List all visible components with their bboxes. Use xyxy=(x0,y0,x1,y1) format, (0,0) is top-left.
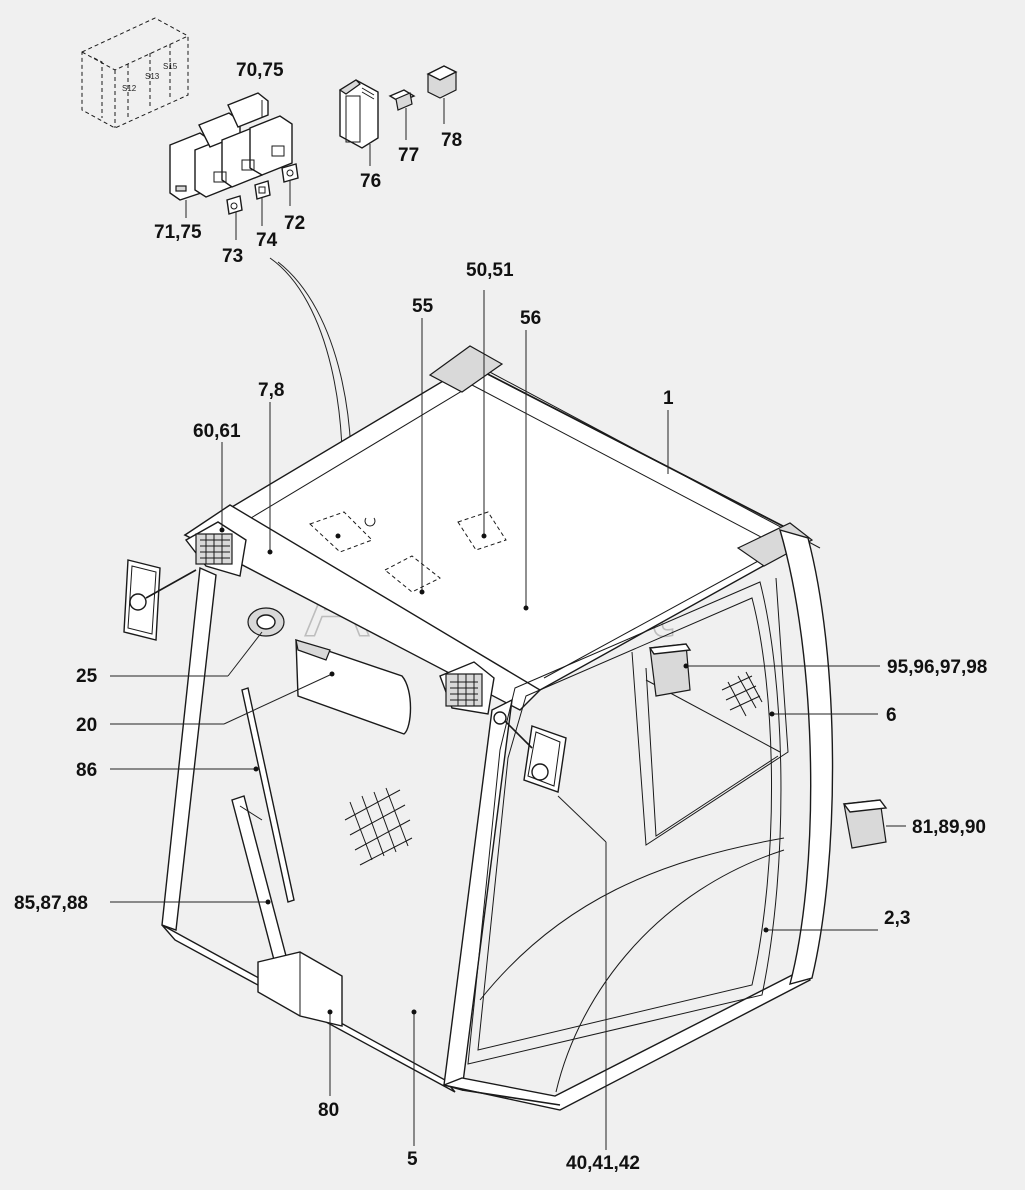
callout-20: 20 xyxy=(76,715,97,736)
box-81-89-90 xyxy=(842,799,888,849)
work-lamp-right xyxy=(439,661,495,715)
switch-slot-label: S15 xyxy=(163,62,178,71)
callout-85-87-88: 85,87,88 xyxy=(14,893,88,914)
cap-78 xyxy=(426,65,458,99)
callout-78: 78 xyxy=(441,130,462,151)
callout-labels: 70,75 71,75 72 73 74 76 77 78 50,51 55 5… xyxy=(14,60,987,1174)
callout-56: 56 xyxy=(520,308,541,329)
wiper-motor-80 xyxy=(257,951,343,1027)
work-lamp-left xyxy=(184,521,247,577)
callout-74: 74 xyxy=(256,230,278,251)
callout-2-3: 2,3 xyxy=(884,908,910,929)
callout-6: 6 xyxy=(886,705,897,726)
switch-housing: S12 S13 S15 xyxy=(81,17,189,129)
callout-86: 86 xyxy=(76,760,97,781)
callout-55: 55 xyxy=(412,296,434,317)
callout-81-89-90: 81,89,90 xyxy=(912,817,986,838)
callout-5: 5 xyxy=(407,1149,418,1170)
wiper-86 xyxy=(231,687,297,999)
mirror-left xyxy=(123,559,197,641)
symbol-tiles xyxy=(226,163,299,215)
callout-7-8: 7,8 xyxy=(258,380,284,401)
callout-1: 1 xyxy=(663,388,674,409)
sun-visor-20 xyxy=(295,639,412,735)
switch-slot-label: S13 xyxy=(145,72,160,81)
callout-60-61: 60,61 xyxy=(193,421,241,442)
callout-76: 76 xyxy=(360,171,381,192)
callout-50-51: 50,51 xyxy=(466,260,514,281)
dome-lamp-25 xyxy=(247,607,285,637)
cab-body xyxy=(161,345,834,1111)
callout-95-98: 95,96,97,98 xyxy=(887,657,987,678)
callout-77: 77 xyxy=(398,145,419,166)
leader-lines xyxy=(110,98,906,1150)
switch-slot-label: S12 xyxy=(122,84,137,93)
callout-73: 73 xyxy=(222,246,243,267)
callout-80: 80 xyxy=(318,1100,339,1121)
mirror-right xyxy=(493,711,567,793)
rocker-switches xyxy=(169,92,293,201)
callout-70-75: 70,75 xyxy=(236,60,284,81)
callout-25: 25 xyxy=(76,666,98,687)
box-95-98 xyxy=(648,643,692,697)
callout-40-41-42: 40,41,42 xyxy=(566,1153,640,1174)
relay-76 xyxy=(338,79,379,149)
callout-72: 72 xyxy=(284,213,305,234)
fuse-77 xyxy=(388,89,416,111)
callout-71-75: 71,75 xyxy=(154,222,202,243)
